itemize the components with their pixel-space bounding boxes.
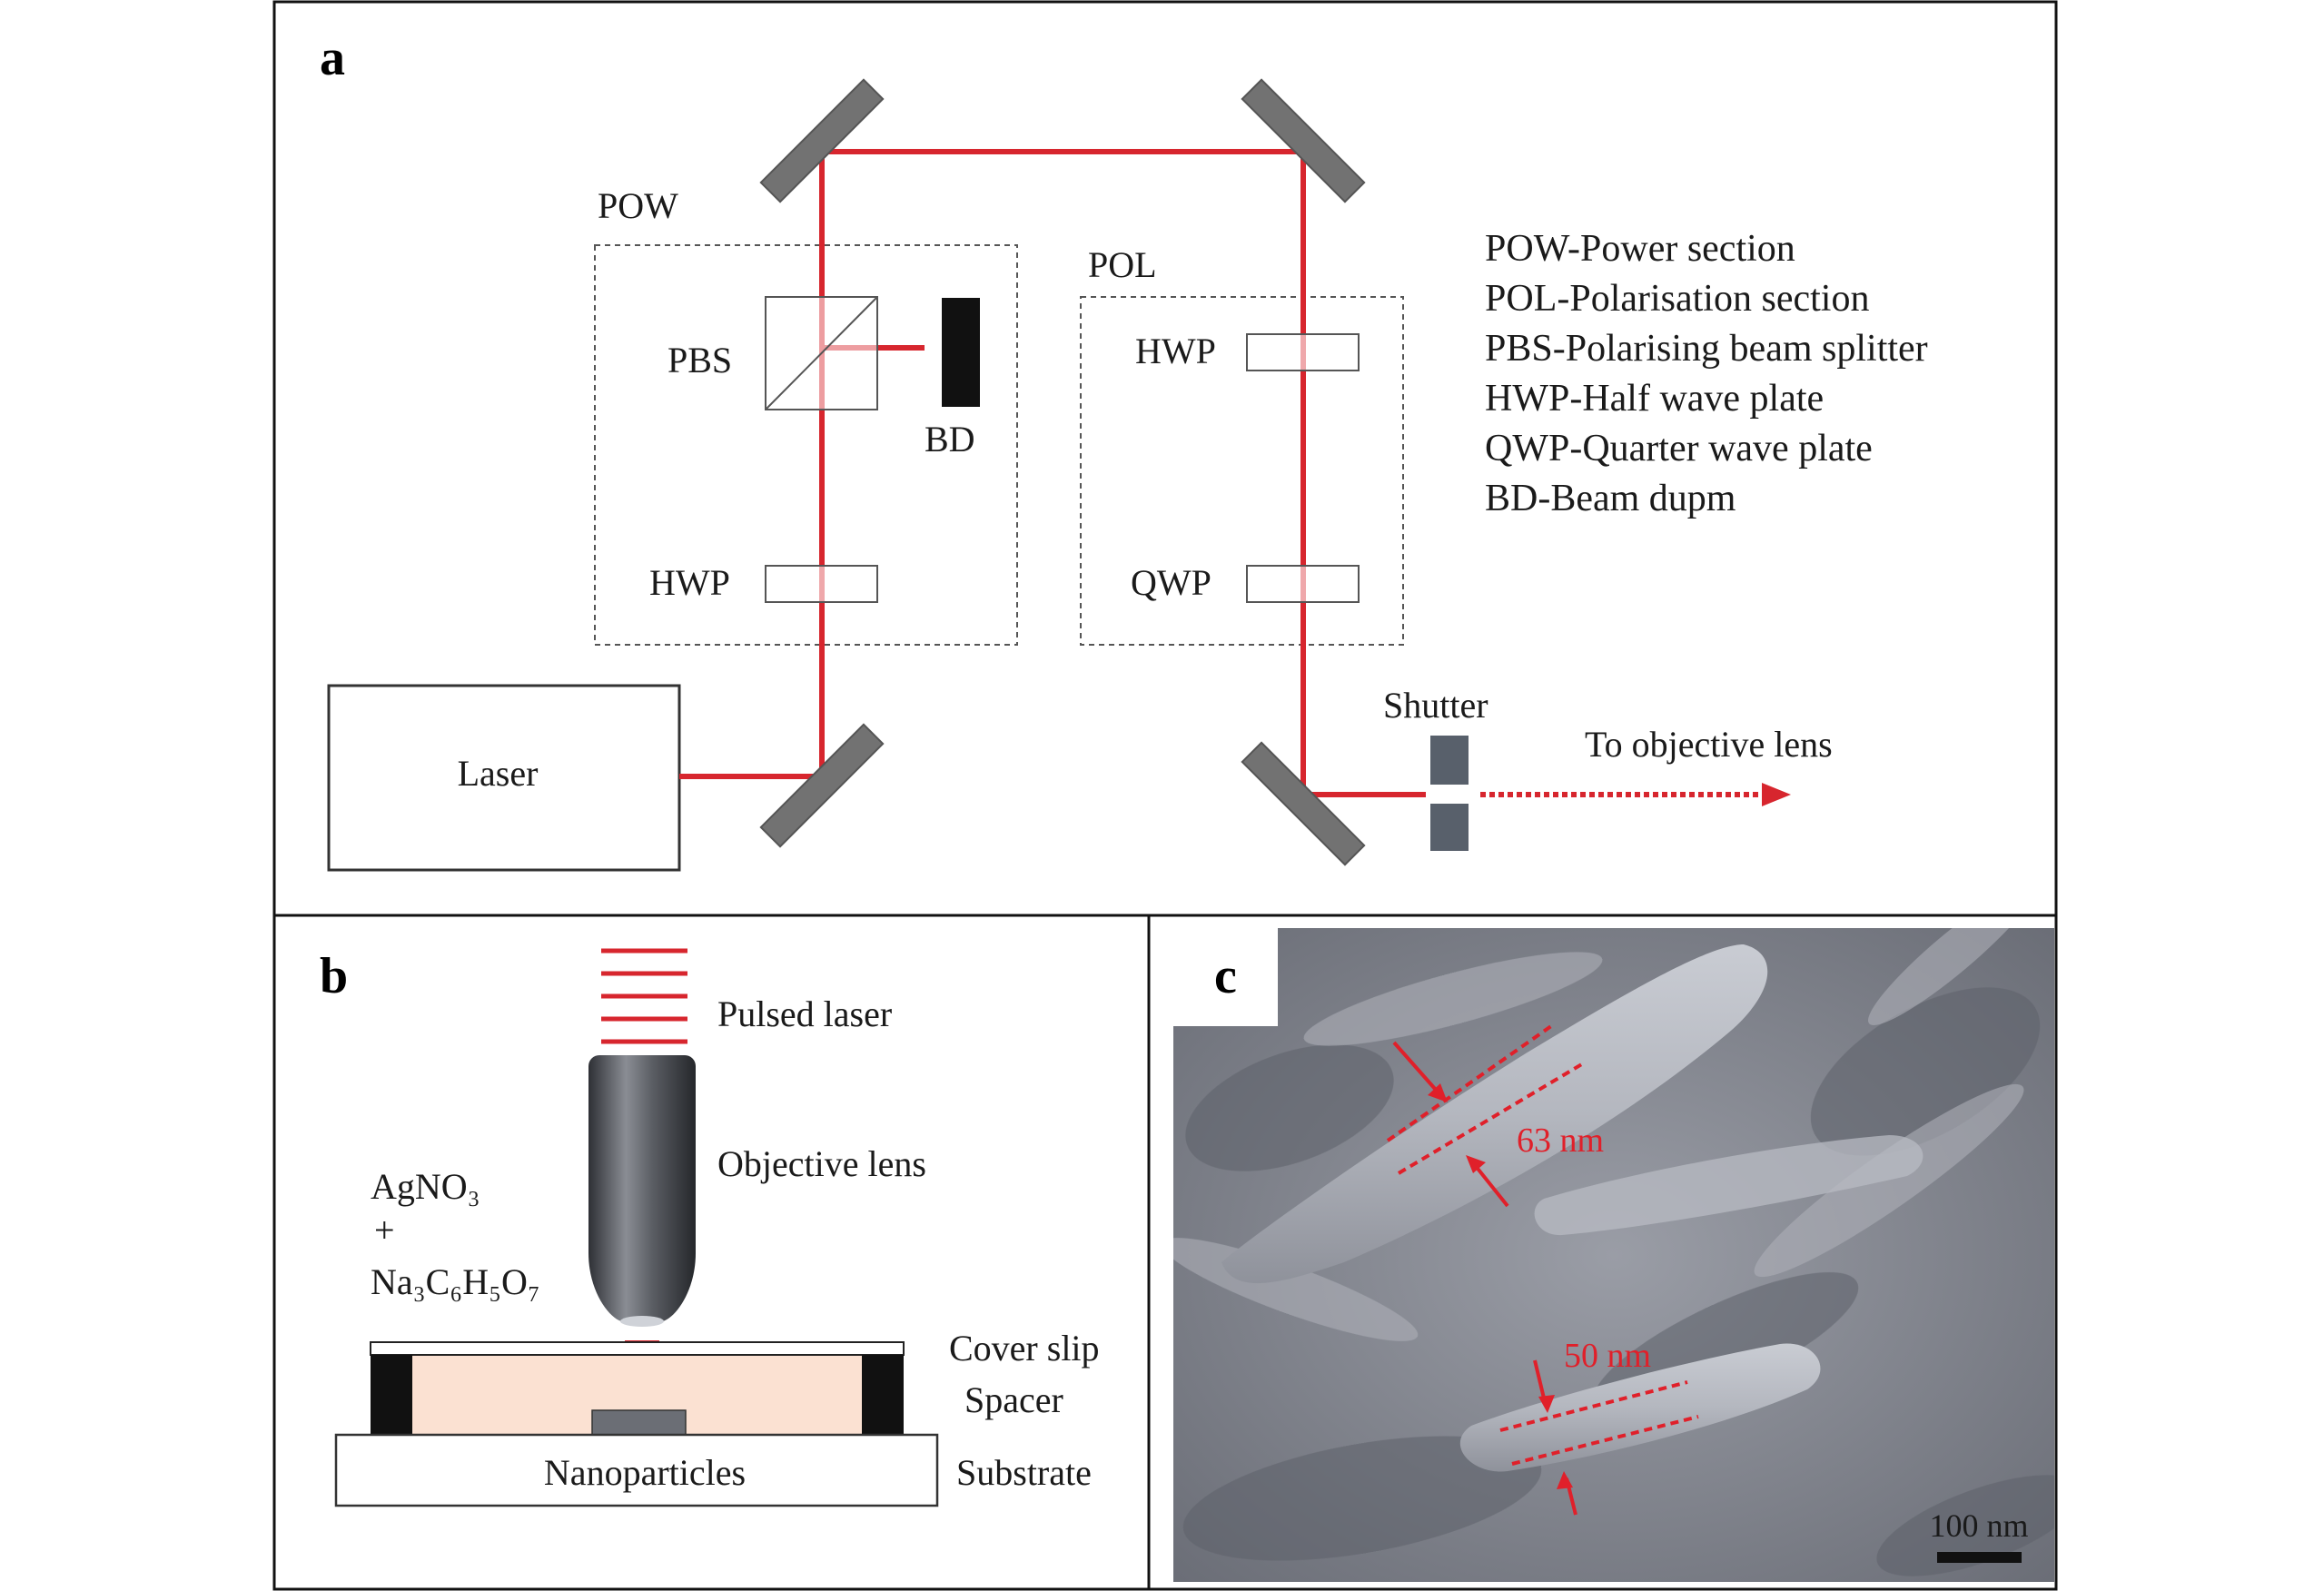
reagent-plus: + [374, 1210, 395, 1250]
beam-dump [942, 298, 980, 407]
width-label-63: 63 nm [1517, 1122, 1604, 1160]
sem-image [1173, 928, 2054, 1582]
pol-label: POL [1088, 244, 1157, 285]
arrow-head-icon [1557, 1471, 1573, 1489]
panel-c-label-bg [1173, 928, 1278, 1026]
pol-section-box [1080, 296, 1404, 646]
mirror-top-right [1241, 78, 1366, 203]
arrow-head-icon [1428, 1083, 1448, 1102]
laser-box [327, 684, 681, 872]
output-label: To objective lens [1585, 724, 1833, 765]
nanoparticles-label: Nanoparticles [544, 1452, 746, 1493]
beam-path [679, 149, 1426, 797]
reagent-agno3: AgNO₃ [371, 1166, 480, 1207]
laser-label: Laser [458, 753, 539, 794]
spacer-right [862, 1355, 904, 1435]
bd-label: BD [925, 419, 975, 460]
legend: POW-Power section POL-Polarisation secti… [1485, 228, 1928, 519]
pbs-label: PBS [668, 340, 732, 380]
width-label-50: 50 nm [1564, 1337, 1651, 1375]
legend-item: QWP-Quarter wave plate [1485, 428, 1873, 469]
panel-label-b: b [320, 948, 348, 1004]
nanoparticle-deposit [591, 1409, 687, 1436]
qwp-label: QWP [1131, 562, 1211, 603]
pow-section-box [594, 244, 1018, 646]
legend-item: POW-Power section [1485, 228, 1795, 270]
hwp-pol-label: HWP [1135, 331, 1216, 371]
sample-cell [334, 1341, 939, 1507]
qwp-plate [1246, 565, 1360, 603]
legend-item: BD-Beam dupm [1485, 478, 1736, 519]
objective-lens [588, 1055, 696, 1327]
pow-label: POW [598, 185, 678, 226]
panel-label-a: a [320, 30, 345, 86]
mirrors [759, 78, 1366, 866]
legend-item: POL-Polarisation section [1485, 278, 1869, 320]
mirror-bottom-right [1241, 741, 1366, 866]
hwp-pow-label: HWP [649, 562, 730, 603]
mirror-top-left [759, 78, 885, 203]
frame [272, 0, 2058, 1591]
reagent-citrate: Na₃C₆H₅O₇ [371, 1261, 540, 1302]
substrate [334, 1433, 939, 1507]
arrow-head-icon [1466, 1155, 1486, 1173]
spacer-left [371, 1355, 412, 1435]
output-beam [1480, 783, 1791, 806]
scalebar-label: 100 nm [1929, 1507, 2028, 1544]
shutter-label: Shutter [1383, 685, 1488, 726]
legend-item: HWP-Half wave plate [1485, 378, 1824, 420]
shutter [1430, 736, 1469, 851]
scalebar [1937, 1552, 2022, 1563]
pulsed-laser-label: Pulsed laser [717, 993, 892, 1034]
spacer-label: Spacer [964, 1379, 1063, 1420]
cover-slip-label: Cover slip [949, 1328, 1100, 1369]
hwp-pow-plate [765, 565, 878, 603]
hwp-pol-plate [1246, 333, 1360, 371]
panel-label-c: c [1214, 948, 1237, 1004]
arrow-head-icon [1538, 1395, 1555, 1413]
pbs-cube [765, 296, 878, 410]
legend-item: PBS-Polarising beam splitter [1485, 328, 1928, 370]
mirror-bottom-left [759, 723, 885, 848]
objective-label: Objective lens [717, 1143, 926, 1184]
cover-slip [370, 1341, 905, 1356]
substrate-label: Substrate [956, 1452, 1092, 1493]
pulsed-laser-lines [601, 948, 687, 1044]
arrow-head-icon [1762, 783, 1791, 806]
